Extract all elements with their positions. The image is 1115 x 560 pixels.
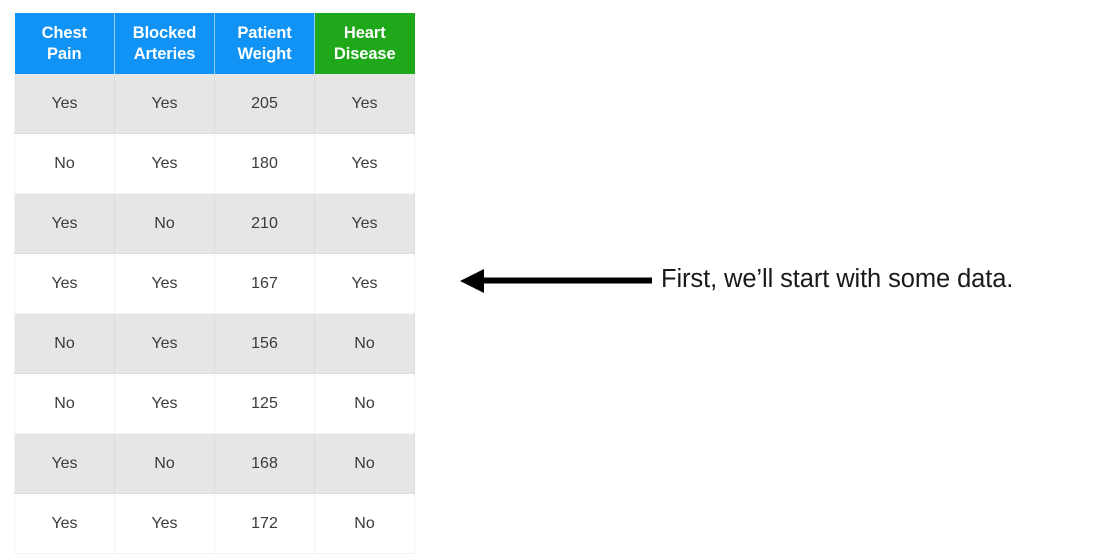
- cell-heart-disease: Yes: [314, 133, 415, 194]
- column-header-line1: Chest: [41, 24, 87, 43]
- cell-blocked-arteries: Yes: [114, 133, 215, 194]
- cell-blocked-arteries: Yes: [114, 313, 215, 374]
- column-header-heart-disease: Heart Disease: [314, 13, 415, 74]
- table-header: Chest Pain Blocked Arteries Patient Weig…: [14, 13, 415, 74]
- cell-chest-pain: No: [14, 313, 115, 374]
- cell-patient-weight: 167: [214, 253, 315, 314]
- callout-caption-text: First, we’ll start with some data.: [661, 265, 1014, 293]
- cell-heart-disease: Yes: [314, 253, 415, 314]
- cell-blocked-arteries: Yes: [114, 74, 215, 134]
- column-header-line2: Weight: [237, 44, 292, 63]
- column-header-line2: Pain: [47, 44, 82, 63]
- cell-heart-disease: Yes: [314, 74, 415, 134]
- cell-patient-weight: 172: [214, 493, 315, 554]
- cell-chest-pain: Yes: [14, 253, 115, 314]
- column-header-line1: Patient: [237, 24, 292, 43]
- column-header-line2: Disease: [333, 44, 396, 63]
- cell-blocked-arteries: Yes: [114, 253, 215, 314]
- cell-heart-disease: No: [314, 433, 415, 494]
- cell-blocked-arteries: Yes: [114, 493, 215, 554]
- cell-patient-weight: 180: [214, 133, 315, 194]
- table-header-row: Chest Pain Blocked Arteries Patient Weig…: [14, 13, 415, 74]
- cell-chest-pain: No: [14, 133, 115, 194]
- cell-heart-disease: No: [314, 373, 415, 434]
- cell-patient-weight: 125: [214, 373, 315, 434]
- cell-heart-disease: No: [314, 493, 415, 554]
- left-arrow-icon: [460, 269, 652, 293]
- column-header-line1: Blocked: [132, 24, 197, 43]
- patient-data-table: Chest Pain Blocked Arteries Patient Weig…: [14, 13, 415, 554]
- column-header-chest-pain: Chest Pain: [14, 13, 115, 74]
- cell-blocked-arteries: No: [114, 433, 215, 494]
- cell-patient-weight: 205: [214, 74, 315, 134]
- column-header-line1: Heart: [343, 24, 386, 43]
- cell-chest-pain: Yes: [14, 493, 115, 554]
- cell-heart-disease: No: [314, 313, 415, 374]
- cell-chest-pain: Yes: [14, 433, 115, 494]
- column-header-patient-weight: Patient Weight: [214, 13, 315, 74]
- column-header-blocked-arteries: Blocked Arteries: [114, 13, 215, 74]
- cell-chest-pain: Yes: [14, 193, 115, 254]
- cell-chest-pain: Yes: [14, 74, 115, 134]
- cell-chest-pain: No: [14, 373, 115, 434]
- cell-blocked-arteries: Yes: [114, 373, 215, 434]
- cell-patient-weight: 156: [214, 313, 315, 374]
- cell-heart-disease: Yes: [314, 193, 415, 254]
- column-header-line2: Arteries: [133, 44, 196, 63]
- cell-blocked-arteries: No: [114, 193, 215, 254]
- cell-patient-weight: 210: [214, 193, 315, 254]
- cell-patient-weight: 168: [214, 433, 315, 494]
